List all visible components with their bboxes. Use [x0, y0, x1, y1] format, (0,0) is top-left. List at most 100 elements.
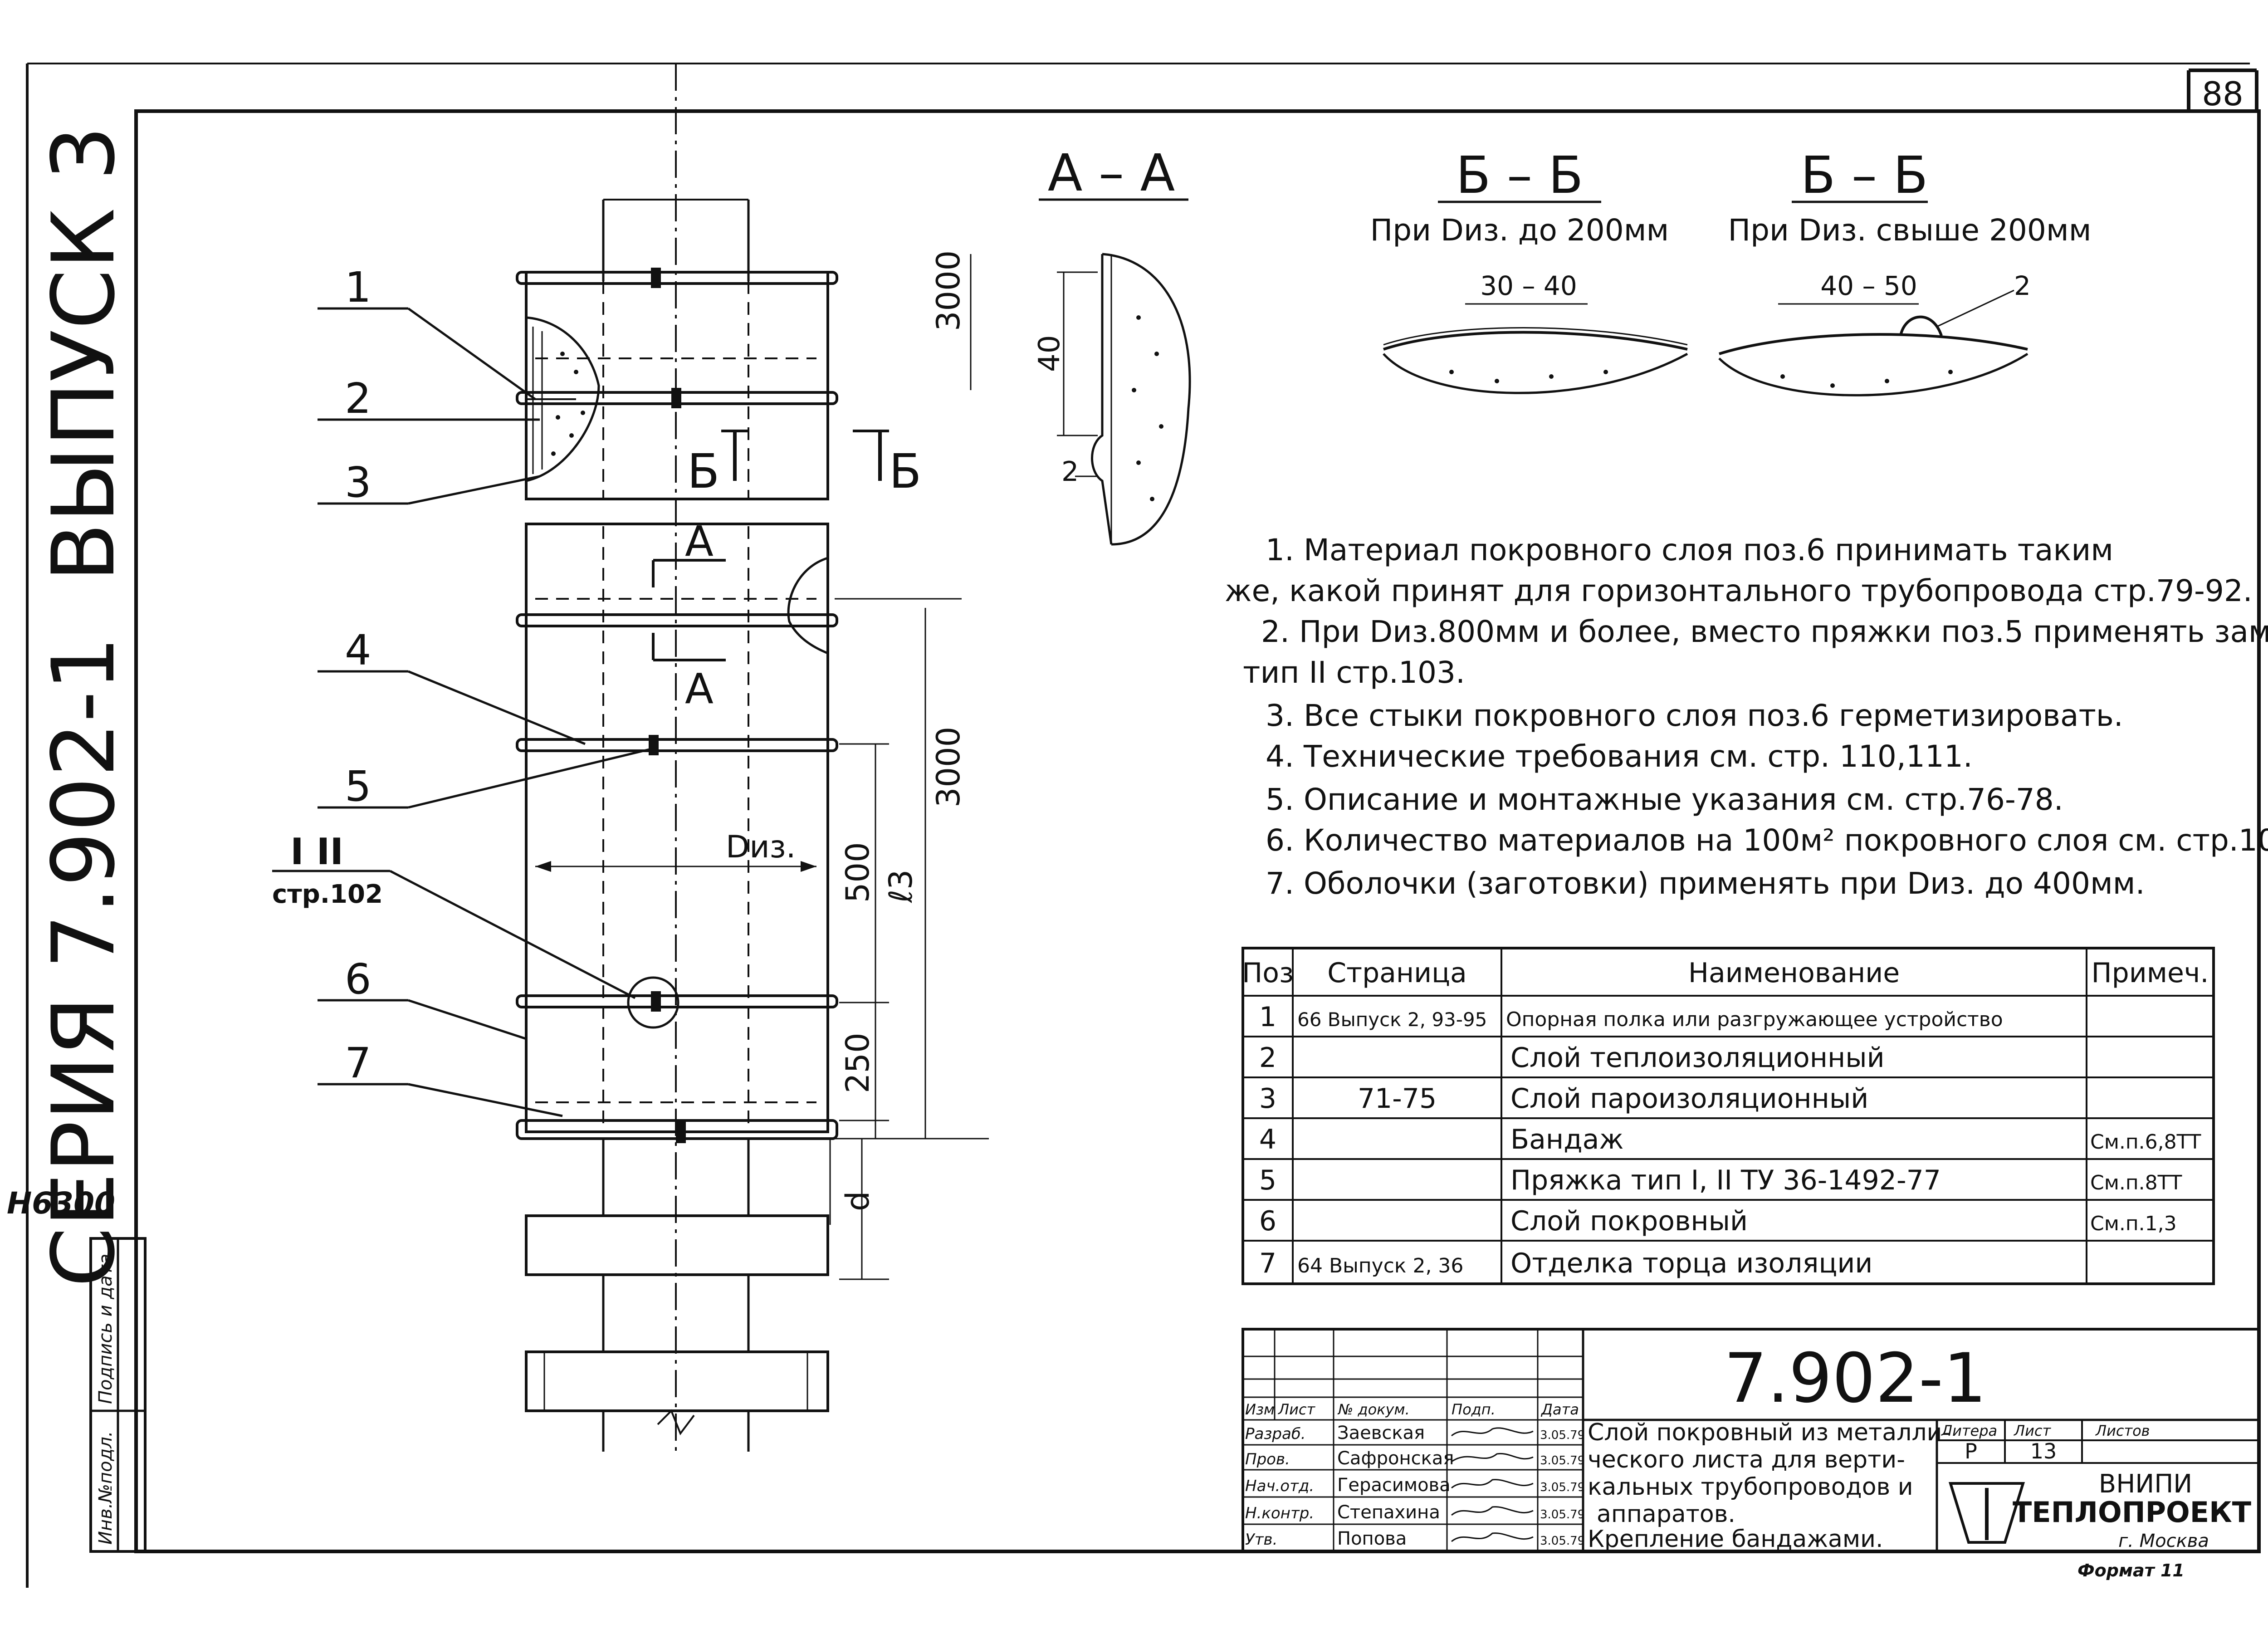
row4-pos: 4 — [1259, 1124, 1276, 1155]
inventory-code: Н6300 — [7, 1186, 115, 1221]
name-3: Герасимова — [1337, 1475, 1451, 1496]
th-name: Наименование — [1688, 957, 1900, 989]
row5-pos: 5 — [1259, 1164, 1276, 1196]
signatures — [1451, 1427, 1534, 1542]
litera-headers: Литера Лист Листов — [1941, 1422, 2150, 1439]
section-bb-1-dim: 30 – 40 — [1480, 270, 1577, 301]
note-line-5: 3. Все стыки покровного слоя поз.6 герме… — [1266, 698, 2123, 733]
hdr-izm: Изм — [1245, 1401, 1275, 1418]
spec-table — [1242, 947, 2215, 1285]
section-bb-2 — [1718, 201, 2028, 396]
row7-pos: 7 — [1259, 1248, 1276, 1279]
th-page: Страница — [1327, 957, 1467, 989]
dim-500: 500 — [839, 842, 876, 903]
pipe-drawing — [516, 64, 989, 1452]
note-line-7: 5. Описание и монтажные указания см. стр… — [1266, 782, 2063, 817]
section-aa-top-mark: А — [685, 517, 714, 566]
title-line-5: Крепление бандажами. — [1588, 1526, 1883, 1553]
litera-label: Литера — [1941, 1422, 1997, 1439]
callout-3: 3 — [345, 458, 371, 507]
title-line-1: Слой покровный из металли- — [1588, 1419, 1950, 1446]
role-1: Разраб. — [1245, 1425, 1306, 1443]
row6-pos: 6 — [1259, 1205, 1276, 1237]
name-5: Попова — [1337, 1528, 1407, 1549]
stamp-inv-label: Инв.№подл. — [95, 1431, 116, 1545]
row2-pos: 2 — [1259, 1042, 1276, 1074]
row4-note: См.п.6,8ТТ — [2090, 1130, 2201, 1154]
role-2: Пров. — [1245, 1450, 1290, 1468]
callout-1: 1 — [345, 263, 371, 312]
title-line-2: ческого листа для верти- — [1588, 1446, 1905, 1473]
diameter-label: Dиз. — [726, 829, 796, 865]
row5-name: Пряжка тип I, II ТУ 36-1492-77 — [1510, 1164, 1941, 1196]
name-2: Сафронская — [1337, 1448, 1454, 1469]
row6-note: См.п.1,3 — [2090, 1212, 2177, 1235]
org-line-3: г. Москва — [2118, 1531, 2209, 1551]
section-bb-right-mark: Б — [889, 444, 921, 499]
note-line-1: 1. Материал покровного слоя поз.6 приним… — [1266, 533, 2113, 567]
row3-name: Слой пароизоляционный — [1510, 1083, 1868, 1115]
dim-3000-mid: 3000 — [930, 727, 967, 807]
list-label: Лист — [2014, 1422, 2051, 1439]
date-4: 3.05.79 — [1540, 1508, 1585, 1521]
issue-title: ВЫПУСК 3 — [34, 126, 134, 582]
callout-4: 4 — [345, 626, 371, 675]
name-1: Заевская — [1337, 1423, 1425, 1443]
org-line-1: ВНИПИ — [2099, 1469, 2192, 1499]
row2-name: Слой теплоизоляционный — [1510, 1042, 1885, 1074]
section-bb-left-mark: Б — [687, 444, 719, 499]
hdr-list: Лист — [1278, 1401, 1315, 1418]
note-line-2: же, какой принят для горизонтального тру… — [1225, 573, 2253, 608]
date-5: 3.05.79 — [1540, 1534, 1585, 1548]
name-4: Степахина — [1337, 1502, 1440, 1523]
title-line-4: аппаратов. — [1597, 1501, 1735, 1528]
row7-page: 64 Выпуск 2, 36 — [1297, 1254, 1463, 1277]
org-line-2: ТЕПЛОПРОЕКТ — [2013, 1496, 2251, 1529]
note-line-3: 2. При Dиз.800мм и более, вместо пряжки … — [1261, 614, 2268, 649]
title-line-3: кальных трубопроводов и — [1588, 1473, 1913, 1501]
section-bb-1-title: Б – Б — [1456, 146, 1584, 205]
detail-page: стр.102 — [272, 880, 383, 909]
row3-pos: 3 — [1259, 1083, 1276, 1115]
stamp-sign-label: Подпись и дата — [95, 1254, 116, 1404]
page-number: 88 — [2202, 75, 2244, 113]
note-line-9: 7. Оболочки (заготовки) применять при Dи… — [1266, 866, 2145, 901]
hdr-doc: № докум. — [1337, 1401, 1410, 1418]
role-3: Нач.отд. — [1245, 1477, 1314, 1495]
role-5: Утв. — [1245, 1531, 1277, 1549]
section-bb-2-dim: 40 – 50 — [1820, 270, 1917, 301]
sheet-frame — [26, 63, 2261, 1588]
section-aa-title: А – А — [1048, 144, 1175, 203]
row1-pos: 1 — [1259, 1001, 1276, 1033]
dim-d: d — [839, 1191, 876, 1211]
title-block — [1242, 1328, 2260, 1553]
row5-note: См.п.8ТТ — [2090, 1171, 2182, 1194]
callout-7: 7 — [345, 1039, 371, 1087]
section-aa-dim-40: 40 — [1033, 335, 1066, 372]
row3-page: 71-75 — [1358, 1083, 1437, 1115]
date-1: 3.05.79 — [1540, 1429, 1585, 1442]
title-lines: Слой покровный из металли- ческого листа… — [1588, 1419, 1950, 1553]
dim-l3: ℓ3 — [882, 870, 919, 903]
callout-6: 6 — [345, 955, 371, 1003]
hdr-sign: Подп. — [1452, 1401, 1496, 1418]
section-bb-1 — [1383, 201, 1688, 394]
section-bb-2-label: 2 — [2014, 270, 2031, 301]
row6-name: Слой покровный — [1510, 1205, 1748, 1237]
note-line-6: 4. Технические требования см. стр. 110,1… — [1266, 739, 1973, 774]
callout-leaders — [272, 307, 654, 1117]
litera-value: Р — [1965, 1439, 1977, 1463]
section-bb-1-subtitle: При Dиз. до 200мм — [1370, 213, 1669, 248]
section-aa — [1039, 198, 1191, 546]
title-block-dates: 3.05.79 3.05.79 3.05.79 3.05.79 3.05.79 — [1540, 1429, 1585, 1548]
spec-table-cells: Поз Страница Наименование Примеч. 1 66 В… — [1242, 957, 2209, 1279]
row7-name: Отделка торца изоляции — [1510, 1248, 1872, 1279]
note-line-8: 6. Количество материалов на 100м² покров… — [1266, 823, 2268, 858]
callout-5: 5 — [345, 762, 371, 811]
dim-250: 250 — [839, 1032, 876, 1093]
th-note: Примеч. — [2092, 957, 2209, 989]
section-aa-label-2: 2 — [1061, 456, 1079, 488]
notes: 1. Материал покровного слоя поз.6 приним… — [1225, 533, 2268, 901]
row4-name: Бандаж — [1510, 1124, 1623, 1155]
